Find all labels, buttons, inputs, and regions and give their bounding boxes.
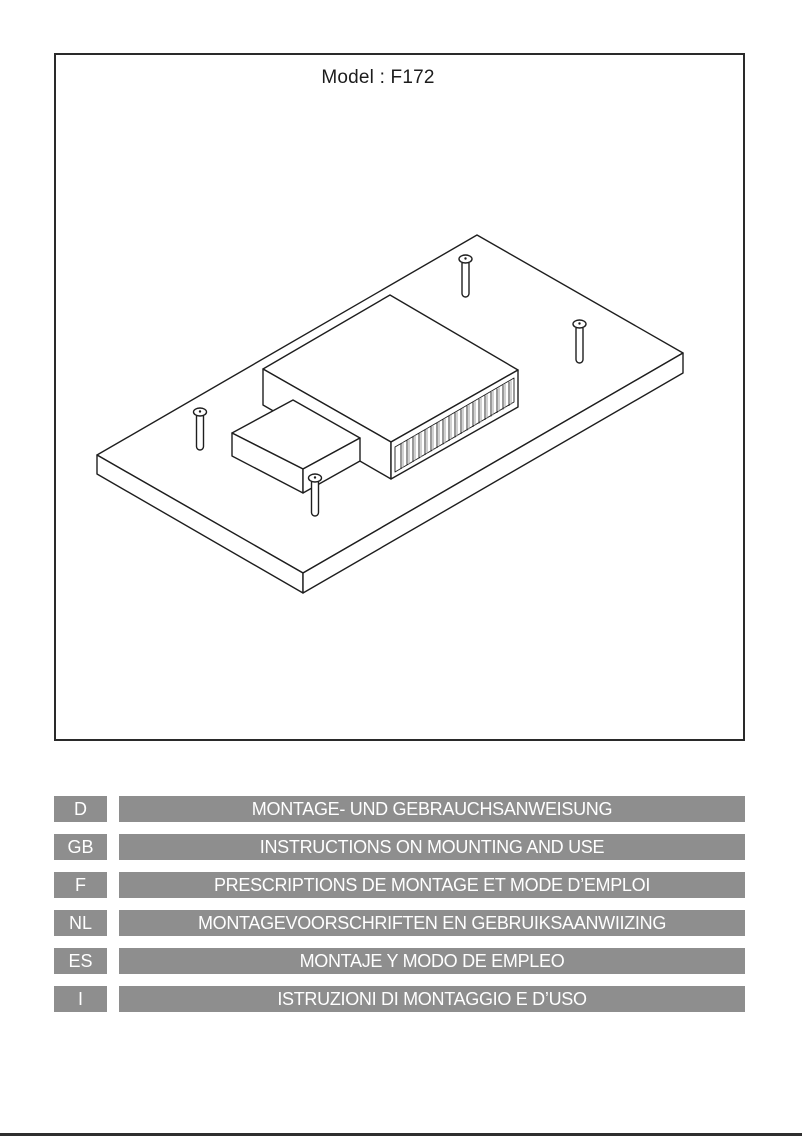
screw-icon <box>307 473 323 517</box>
language-code: NL <box>54 910 107 936</box>
language-title: MONTAGE- UND GEBRAUCHSANWEISUNG <box>119 796 745 822</box>
language-title: MONTAJE Y MODO DE EMPLEO <box>119 948 745 974</box>
language-row-f: F PRESCRIPTIONS DE MONTAGE ET MODE D’EMP… <box>54 872 745 898</box>
vent-grille <box>394 377 515 473</box>
language-title: ISTRUZIONI DI MONTAGGIO E D’USO <box>119 986 745 1012</box>
language-title: PRESCRIPTIONS DE MONTAGE ET MODE D’EMPLO… <box>119 872 745 898</box>
language-row-i: I ISTRUZIONI DI MONTAGGIO E D’USO <box>54 986 745 1012</box>
page-bottom-rule <box>0 1133 802 1136</box>
language-code: D <box>54 796 107 822</box>
product-illustration <box>96 234 684 594</box>
language-title: INSTRUCTIONS ON MOUNTING AND USE <box>119 834 745 860</box>
language-code: ES <box>54 948 107 974</box>
illustration-frame: Model : F172 <box>54 53 745 741</box>
screw-icon <box>458 254 473 298</box>
language-code: I <box>54 986 107 1012</box>
language-title: MONTAGEVOORSCHRIFTEN EN GEBRUIKSAANWIIZI… <box>119 910 745 936</box>
language-row-d: D MONTAGE- UND GEBRAUCHSANWEISUNG <box>54 796 745 822</box>
language-row-nl: NL MONTAGEVOORSCHRIFTEN EN GEBRUIKSAANWI… <box>54 910 745 936</box>
language-row-es: ES MONTAJE Y MODO DE EMPLEO <box>54 948 745 974</box>
screw-icon <box>192 407 208 451</box>
language-row-gb: GB INSTRUCTIONS ON MOUNTING AND USE <box>54 834 745 860</box>
screw-icon <box>572 319 587 364</box>
model-title: Model : F172 <box>321 67 435 88</box>
language-code: GB <box>54 834 107 860</box>
language-code: F <box>54 872 107 898</box>
